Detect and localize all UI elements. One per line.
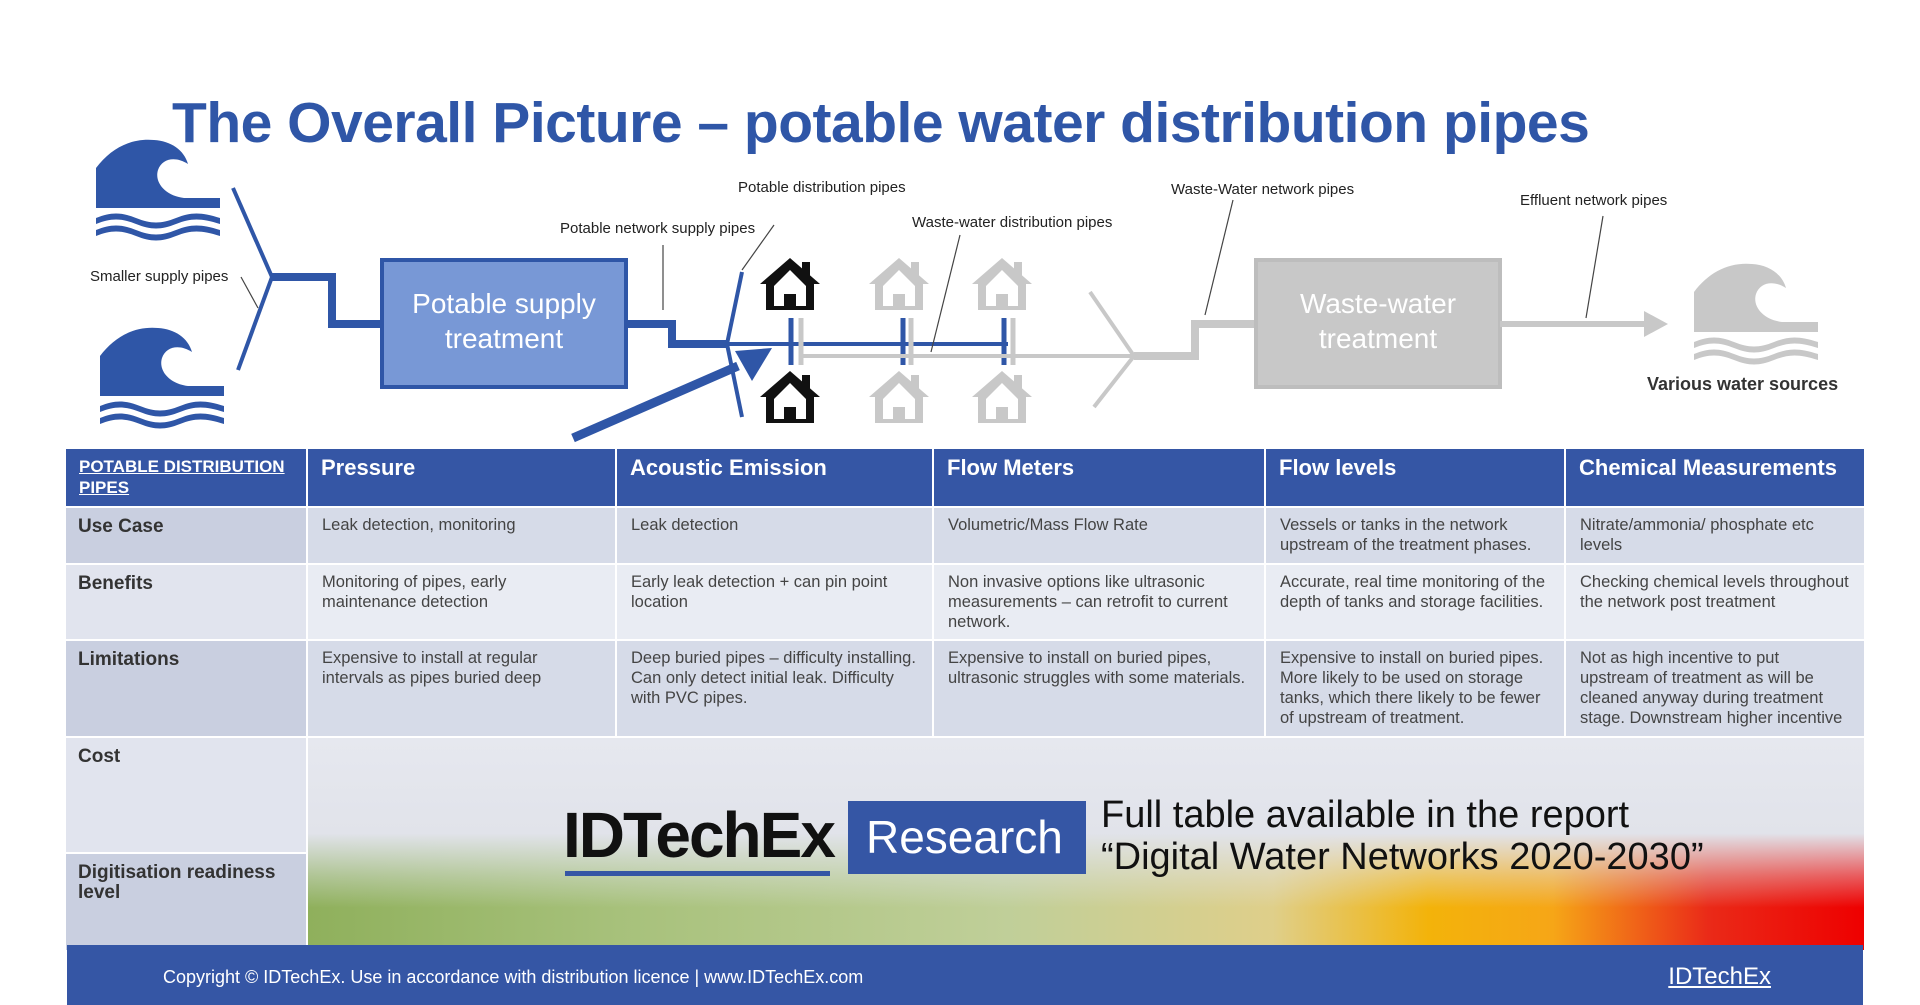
- smaller-supply-pipes-label: Smaller supply pipes: [90, 268, 228, 285]
- waste-box-line2: treatment: [1319, 323, 1437, 354]
- potable-distribution-label: Potable distribution pipes: [738, 179, 906, 196]
- house-icon: [869, 371, 929, 423]
- table-cell: Not as high incentive to put upstream of…: [1566, 641, 1864, 736]
- promo-line-2: “Digital Water Networks 2020-2030”: [1101, 836, 1704, 878]
- row-header-cost: Cost: [66, 738, 306, 852]
- distribution-fork: [725, 271, 744, 418]
- potable-box-line2: treatment: [445, 323, 563, 354]
- table-cell: Early leak detection + can pin point loc…: [617, 565, 932, 639]
- arrow-icon: [571, 348, 772, 443]
- column-header-pressure: Pressure: [308, 449, 615, 506]
- copyright-text: Copyright © IDTechEx. Use in accordance …: [163, 967, 864, 987]
- main-supply-pipe: [272, 273, 382, 328]
- table-header-corner: POTABLE DISTRIBUTION PIPES: [66, 449, 306, 506]
- promo-line-1: Full table available in the report: [1101, 794, 1630, 836]
- waste-water-distribution-label: Waste-water distribution pipes: [912, 214, 1112, 231]
- distribution-leader: [741, 224, 775, 271]
- footer-logo-link[interactable]: IDTechEx: [1668, 963, 1771, 990]
- supply-fork: [231, 187, 274, 371]
- research-badge: Research: [848, 801, 1086, 874]
- house-icon: [972, 258, 1032, 310]
- effluent-network-label: Effluent network pipes: [1520, 192, 1667, 209]
- wave-icon: [100, 327, 224, 429]
- row-header-digitisation: Digitisation readiness level: [66, 854, 306, 950]
- table-cell: Checking chemical levels throughout the …: [1566, 565, 1864, 639]
- waste-fork: [1088, 290, 1136, 409]
- potable-treatment-box: [380, 258, 628, 389]
- wave-icon: [96, 139, 220, 241]
- blurred-table-area: [308, 738, 1864, 950]
- table-cell: Non invasive options like ultrasonic mea…: [934, 565, 1264, 639]
- waste-box-line1: Waste-water: [1300, 288, 1456, 319]
- table-cell: Vessels or tanks in the network upstream…: [1266, 508, 1564, 563]
- table-cell: Leak detection: [617, 508, 932, 563]
- potable-network-supply-label: Potable network supply pipes: [560, 220, 755, 237]
- house-icon: [972, 371, 1032, 423]
- column-header-acoustic: Acoustic Emission: [617, 449, 932, 506]
- network-supply-pipe: [626, 320, 727, 348]
- comparison-table: POTABLE DISTRIBUTION PIPES Pressure Acou…: [66, 449, 1864, 950]
- table-cell: Monitoring of pipes, early maintenance d…: [308, 565, 615, 639]
- wave-icon: [1694, 263, 1818, 365]
- column-header-chemical: Chemical Measurements: [1566, 449, 1864, 506]
- house-icon: [760, 371, 820, 423]
- column-header-flow-meters: Flow Meters: [934, 449, 1264, 506]
- house-icon: [760, 258, 820, 310]
- waste-water-network-label: Waste-Water network pipes: [1171, 181, 1354, 198]
- table-cell: Leak detection, monitoring: [308, 508, 615, 563]
- page-title: The Overall Picture – potable water dist…: [172, 91, 1590, 155]
- smaller-supply-leader: [240, 276, 259, 309]
- various-water-sources-label: Various water sources: [1647, 374, 1838, 394]
- column-header-flow-levels: Flow levels: [1266, 449, 1564, 506]
- table-cell: Expensive to install on buried pipes, ul…: [934, 641, 1264, 736]
- row-header-benefits: Benefits: [66, 565, 306, 639]
- table-cell: Deep buried pipes – difficulty installin…: [617, 641, 932, 736]
- row-header-limitations: Limitations: [66, 641, 306, 736]
- waste-distribution-leader: [930, 234, 961, 353]
- table-cell: Nitrate/ammonia/ phosphate etc levels: [1566, 508, 1864, 563]
- footer-bar: Copyright © IDTechEx. Use in accordance …: [67, 945, 1863, 1005]
- waste-network-leader: [1204, 199, 1234, 316]
- row-header-use-case: Use Case: [66, 508, 306, 563]
- house-icon: [869, 258, 929, 310]
- potable-box-line1: Potable supply: [412, 288, 596, 319]
- effluent-leader: [1585, 215, 1604, 319]
- table-cell: Volumetric/Mass Flow Rate: [934, 508, 1264, 563]
- waste-taps: [798, 318, 1016, 365]
- logo-underline: [565, 871, 830, 876]
- table-cell: Accurate, real time monitoring of the de…: [1266, 565, 1564, 639]
- waste-network-pipe: [1134, 320, 1255, 360]
- water-network-diagram: Smaller supply pipes Potable supply trea…: [90, 139, 1838, 443]
- table-cell: Expensive to install at regular interval…: [308, 641, 615, 736]
- idtechex-logo: IDTechEx: [563, 799, 836, 871]
- effluent-arrowhead: [1644, 311, 1668, 337]
- table-cell: Expensive to install on buried pipes. Mo…: [1266, 641, 1564, 736]
